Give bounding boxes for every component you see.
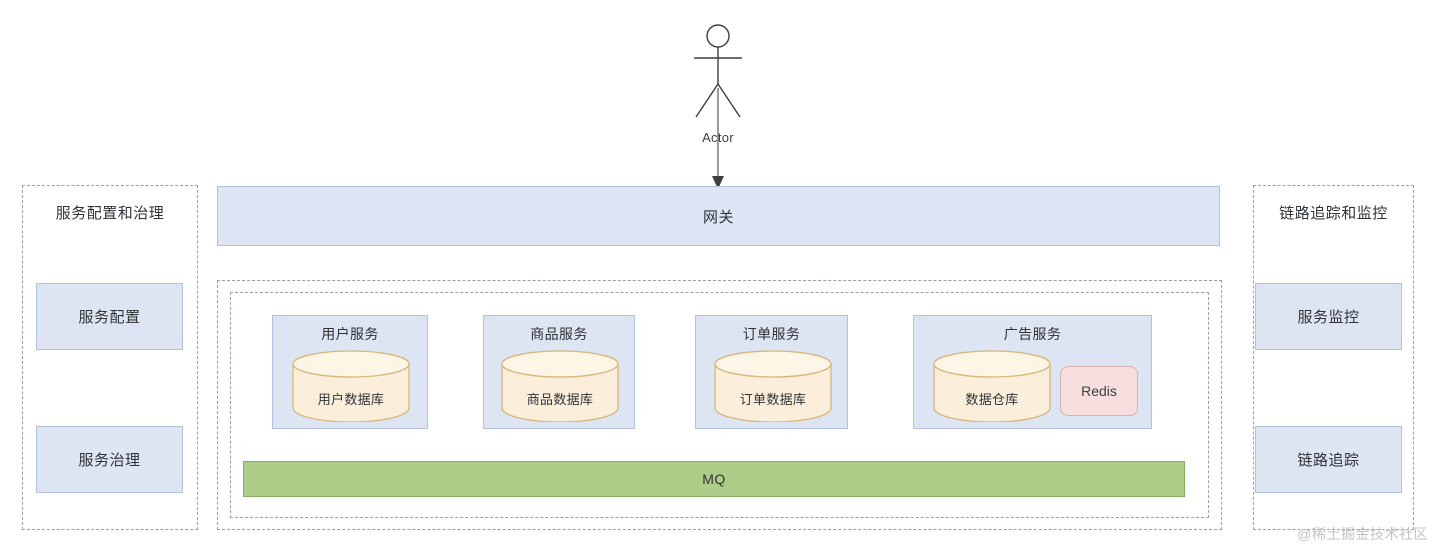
service-card-product[interactable]: 商品服务 商品数据库 (483, 315, 635, 429)
service-config-governance-panel: 服务配置和治理 (22, 185, 198, 530)
link-tracing-label: 链路追踪 (1297, 452, 1360, 469)
services-inner-container (230, 292, 1209, 518)
database-cylinder-order: 订单数据库 (713, 350, 833, 423)
tracing-monitoring-panel: 链路追踪和监控 (1253, 185, 1414, 530)
service-monitoring-label: 服务监控 (1297, 309, 1360, 326)
service-title-ads: 广告服务 (1003, 326, 1062, 342)
service-monitoring-box[interactable]: 服务监控 (1255, 283, 1402, 350)
service-governance-label: 服务治理 (78, 452, 141, 469)
down-arrow-icon (712, 88, 724, 189)
database-cylinder-user: 用户数据库 (291, 350, 411, 423)
link-tracing-box[interactable]: 链路追踪 (1255, 426, 1402, 493)
redis-label: Redis (1081, 383, 1117, 399)
database-cylinder-ads: 数据仓库 (932, 350, 1052, 423)
actor-stick-figure-icon (694, 24, 742, 118)
gateway-label: 网关 (702, 208, 734, 226)
mq-label: MQ (702, 471, 726, 487)
services-outer-container (217, 280, 1222, 530)
service-title-user: 用户服务 (321, 326, 379, 342)
service-config-label: 服务配置 (78, 309, 141, 326)
service-card-order[interactable]: 订单服务 订单数据库 (695, 315, 848, 429)
service-card-user[interactable]: 用户服务 用户数据库 (272, 315, 428, 429)
service-config-box[interactable]: 服务配置 (36, 283, 183, 350)
gateway-box[interactable]: 网关 (217, 186, 1220, 246)
service-title-order: 订单服务 (742, 326, 801, 342)
service-governance-box[interactable]: 服务治理 (36, 426, 183, 493)
redis-cache-box[interactable]: Redis (1060, 366, 1138, 416)
database-cylinder-product: 商品数据库 (500, 350, 620, 423)
watermark: @稀土掘金技术社区 (1297, 526, 1428, 542)
service-title-product: 商品服务 (530, 326, 588, 342)
left-panel-title: 服务配置和治理 (55, 205, 165, 222)
right-panel-title: 链路追踪和监控 (1279, 205, 1388, 222)
actor-figure: Actor (676, 22, 760, 145)
mq-bar[interactable]: MQ (243, 461, 1185, 497)
